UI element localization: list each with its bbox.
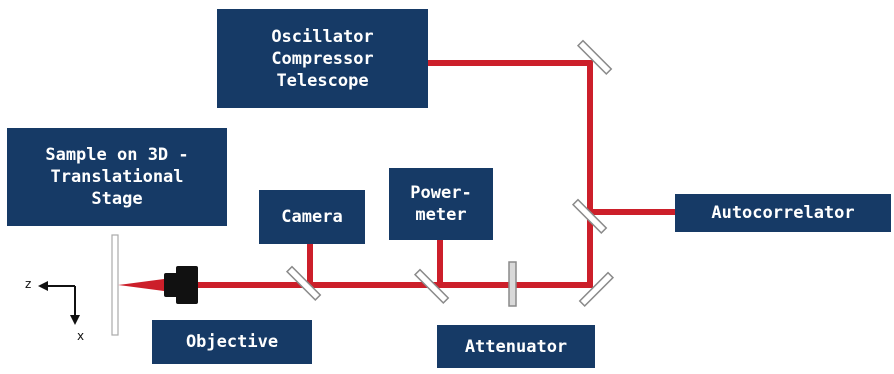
beamsplitter-camera <box>285 265 322 302</box>
attenuator-plate <box>508 261 517 307</box>
compressor-label: Compressor <box>271 48 374 69</box>
focused-beam-cone <box>118 279 164 291</box>
axis-x-label: x <box>77 329 85 343</box>
mirror-bottom-right <box>578 271 615 308</box>
sample-label-line2: Translational <box>50 167 184 187</box>
powermeter-label-line2: meter <box>415 205 467 225</box>
beamsplitter-autocorrelator <box>571 198 608 235</box>
attenuator-label-box: Attenuator <box>437 325 595 368</box>
camera-box: Camera <box>259 190 365 244</box>
beamsplitter-powermeter <box>413 268 450 305</box>
powermeter-label-line1: Power- <box>410 183 472 203</box>
sample-slide <box>111 234 119 336</box>
axis-z-label: z <box>25 277 32 291</box>
oscillator-compressor-telescope-box: Oscillator Compressor Telescope <box>217 9 428 108</box>
z-axis-arrowhead <box>38 281 48 291</box>
objective-tip <box>164 273 178 297</box>
sample-label-line3: Stage <box>91 189 143 209</box>
mirror-top-right <box>576 39 613 76</box>
objective-body <box>176 266 198 304</box>
autocorrelator-box: Autocorrelator <box>675 194 891 232</box>
objective-lens <box>164 266 198 304</box>
objective-label-box: Objective <box>152 320 312 364</box>
powermeter-box: Power- meter <box>389 168 493 240</box>
x-axis-arrowhead <box>70 315 80 325</box>
sample-stage-box: Sample on 3D - Translational Stage <box>7 128 227 226</box>
oscillator-label: Oscillator <box>271 26 374 47</box>
telescope-label: Telescope <box>276 70 369 91</box>
laser-beam <box>197 60 678 288</box>
coordinate-axes <box>38 281 80 325</box>
mirrors <box>285 39 615 308</box>
sample-label-line1: Sample on 3D - <box>45 145 189 165</box>
